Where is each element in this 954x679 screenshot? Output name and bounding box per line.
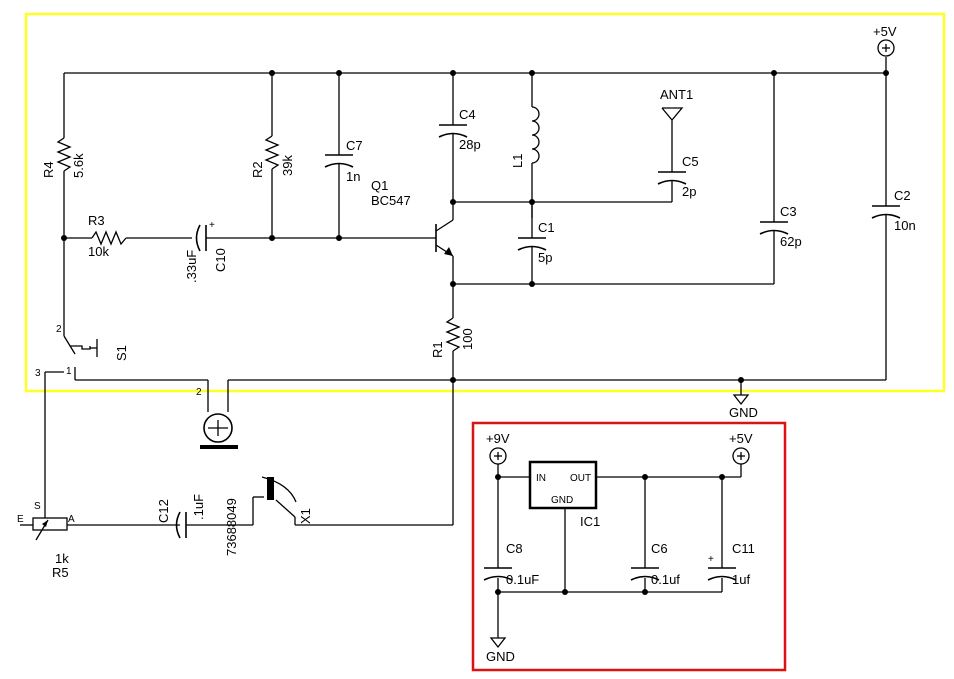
c12-ref: C12 xyxy=(156,499,171,523)
capacitor-c8: C8 0.1uF xyxy=(483,541,539,587)
potentiometer-r5: E S A 1k R5 xyxy=(17,501,180,580)
gnd-reg-label: GND xyxy=(486,649,515,664)
ic1-pin-in: IN xyxy=(536,473,546,484)
regulator-wiring xyxy=(497,464,742,638)
regulator-highlight-box xyxy=(471,421,787,672)
vcc-reg-in-symbol: +9V xyxy=(486,431,510,465)
gnd-reg-symbol: GND xyxy=(486,637,515,664)
junction-dots xyxy=(61,70,889,595)
capacitor-c3: C3 62p xyxy=(759,73,802,284)
s1-pin2: 2 xyxy=(56,324,62,335)
inductor-l1: L1 xyxy=(510,73,540,218)
ic1-pin-out: OUT xyxy=(570,473,591,484)
capacitor-c5: C5 2p xyxy=(657,154,699,202)
capacitor-c4: C4 28p xyxy=(438,73,481,202)
c10-value: .33uF xyxy=(184,250,199,283)
capacitor-c7: C7 1n xyxy=(324,73,363,238)
c12-value: .1uF xyxy=(191,494,206,520)
transmitter-ground-rail xyxy=(207,379,886,412)
capacitor-c2: C2 10n xyxy=(871,73,916,380)
c1-value: 5p xyxy=(538,250,552,265)
jack-x1: 73688049 X1 xyxy=(224,380,454,556)
ic1-pin-gnd: GND xyxy=(551,495,573,506)
c2-ref: C2 xyxy=(894,188,911,203)
vcc-reg-out-label: +5V xyxy=(729,431,753,446)
c1-ref: C1 xyxy=(538,220,555,235)
c10-ref: C10 xyxy=(213,248,228,272)
svg-text:+: + xyxy=(708,554,714,565)
ant1-ref: ANT1 xyxy=(660,87,693,102)
c5-value: 2p xyxy=(682,184,696,199)
s1-ref: S1 xyxy=(114,345,129,361)
c11-value: 1uf xyxy=(732,572,750,587)
vcc-top-label: +5V xyxy=(873,24,897,39)
c3-value: 62p xyxy=(780,234,802,249)
capacitor-c10: + .33uF C10 xyxy=(184,220,436,283)
r2-ref: R2 xyxy=(250,161,265,178)
c5-ref: C5 xyxy=(682,154,699,169)
r5-pin-e: E xyxy=(17,514,24,525)
vcc-reg-in-label: +9V xyxy=(486,431,510,446)
s1-pin3: 3 xyxy=(35,368,41,379)
switch-s1: 2 1 S1 3 xyxy=(35,238,208,504)
base-feed-line: R3 10k xyxy=(64,213,192,259)
c11-ref: C11 xyxy=(732,541,755,556)
resistor-r1: R1 100 xyxy=(430,317,475,380)
capacitor-c6: C6 0.1uf xyxy=(630,541,680,587)
c7-ref: C7 xyxy=(346,138,363,153)
capacitor-c12: C12 .1uF xyxy=(156,494,253,539)
r1-value: 100 xyxy=(460,328,475,350)
l1-ref: L1 xyxy=(510,154,525,168)
top-supply-rail xyxy=(64,57,887,74)
gnd-main-label: GND xyxy=(729,405,758,420)
gnd-main-symbol: GND xyxy=(729,380,758,420)
r2-value: 39k xyxy=(280,155,295,176)
c4-ref: C4 xyxy=(459,107,476,122)
r3-value: 10k xyxy=(88,244,109,259)
capacitor-c11: + C11 1uf xyxy=(707,541,755,587)
s1-pin1: 1 xyxy=(66,366,72,377)
c6-ref: C6 xyxy=(651,541,668,556)
regulator-ic1: IN OUT GND IC1 xyxy=(528,460,600,529)
c8-value: 0.1uF xyxy=(506,572,539,587)
c6-value: 0.1uf xyxy=(651,572,680,587)
vcc-top-symbol: +5V xyxy=(873,24,897,57)
c8-ref: C8 xyxy=(506,541,523,556)
vcc-reg-out-symbol: +5V xyxy=(729,431,753,465)
transistor-q1: Q1 BC547 xyxy=(371,178,454,318)
ic1-ref: IC1 xyxy=(580,514,600,529)
x1-value: 73688049 xyxy=(224,498,239,556)
c7-value: 1n xyxy=(346,169,360,184)
r5-pin-s: S xyxy=(34,501,41,512)
mic-pin: 2 xyxy=(196,387,202,398)
c2-value: 10n xyxy=(894,218,916,233)
r5-value: 1k xyxy=(55,551,69,566)
r4-ref: R4 xyxy=(41,161,56,178)
transmitter-highlight-box xyxy=(24,12,946,393)
r5-pin-a: A xyxy=(68,514,75,525)
x1-ref: X1 xyxy=(298,508,313,524)
r5-ref: R5 xyxy=(52,565,69,580)
c4-value: 28p xyxy=(459,137,481,152)
r4-value: 5.6k xyxy=(71,153,86,178)
capacitor-c1: C1 5p xyxy=(517,202,555,284)
c3-ref: C3 xyxy=(780,204,797,219)
r3-ref: R3 xyxy=(88,213,105,228)
microphone: 2 xyxy=(196,387,238,449)
antenna-ant1: ANT1 xyxy=(660,87,693,172)
q1-value: BC547 xyxy=(371,193,411,208)
svg-text:+: + xyxy=(209,220,215,231)
resistor-r4: R4 5.6k xyxy=(41,73,86,238)
q1-ref: Q1 xyxy=(371,178,388,193)
resistor-r2: R2 39k xyxy=(250,73,295,238)
r1-ref: R1 xyxy=(430,341,445,358)
